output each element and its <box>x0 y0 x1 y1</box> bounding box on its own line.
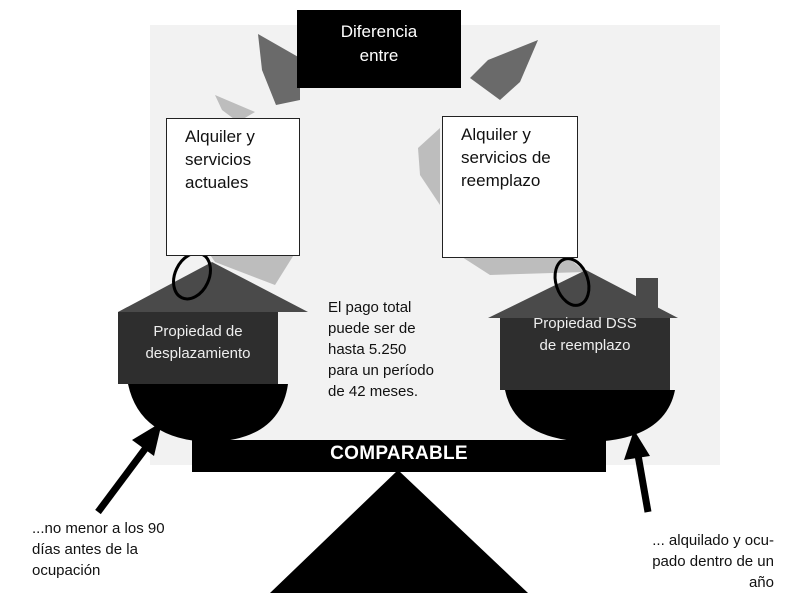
current-rent-line-2: servicios <box>185 150 252 169</box>
replacement-property-line-2: de reemplazo <box>539 337 631 354</box>
left-upper-gray-arrow <box>215 95 255 122</box>
replacement-rent-line-2: servicios de <box>461 148 551 167</box>
occupancy-note-line-3: ocupación <box>32 562 101 579</box>
left-arrow-head <box>132 422 162 456</box>
total-payment-line-5: de 42 meses. <box>328 383 419 400</box>
left-arrow-shaft <box>95 442 151 515</box>
replacement-property-line-1: Propiedad DSS <box>533 315 637 332</box>
scale-beam <box>192 425 606 472</box>
total-payment-line-4: para un período <box>328 362 434 379</box>
right-house-roof <box>488 270 678 318</box>
right-arrow-shaft <box>634 454 652 513</box>
occupancy-note-line-2: días antes de la <box>32 541 138 558</box>
scale-fulcrum <box>270 470 528 593</box>
rental-note-line-2: pado dentro de un <box>652 553 774 570</box>
rental-note-line-3: año <box>748 574 774 591</box>
left-house-bowl <box>128 384 288 442</box>
title-line-2: entre <box>359 46 399 65</box>
right-house-bowl <box>505 390 675 442</box>
displacement-property-label: Propiedad de desplazamiento <box>118 321 278 365</box>
total-payment-line-2: puede ser de <box>328 320 416 337</box>
right-arrow-head <box>624 430 650 460</box>
replacement-property-label: Propiedad DSS de reemplazo <box>500 313 670 357</box>
right-upper-gray-arrow <box>418 128 440 205</box>
total-payment-note: El pago total puede ser de hasta 5.250 p… <box>328 297 468 402</box>
total-payment-line-1: El pago total <box>328 299 412 316</box>
current-rent-line-1: Alquiler y <box>185 127 255 146</box>
replacement-rent-line-3: reemplazo <box>461 171 541 190</box>
current-rent-line-3: actuales <box>185 173 249 192</box>
occupancy-note-line-1: ...no menor a los 90 <box>32 520 165 537</box>
left-house-chimney <box>238 294 268 314</box>
displacement-property-line-2: desplazamiento <box>145 345 251 362</box>
total-payment-line-3: hasta 5.250 <box>328 341 407 358</box>
replacement-rent-box: Alquiler y servicios de reemplazo <box>442 116 578 258</box>
title-box: Diferencia entre <box>297 10 461 88</box>
rental-note-line-1: ... alquilado y ocu- <box>652 532 774 549</box>
top-left-arrow <box>258 34 300 105</box>
displacement-property-line-1: Propiedad de <box>153 323 243 340</box>
current-rent-box: Alquiler y servicios actuales <box>166 118 300 256</box>
title-line-1: Diferencia <box>340 22 418 41</box>
right-house-body <box>500 318 670 390</box>
rental-note: ... alquilado y ocu- pado dentro de un a… <box>582 530 774 593</box>
top-right-arrow <box>470 40 538 100</box>
right-house-chimney <box>636 278 658 312</box>
comparable-label: COMPARABLE <box>330 443 468 464</box>
left-house-body <box>118 312 278 384</box>
replacement-rent-line-1: Alquiler y <box>461 125 531 144</box>
right-oval-link <box>553 257 591 307</box>
occupancy-note: ...no menor a los 90 días antes de la oc… <box>32 518 222 581</box>
